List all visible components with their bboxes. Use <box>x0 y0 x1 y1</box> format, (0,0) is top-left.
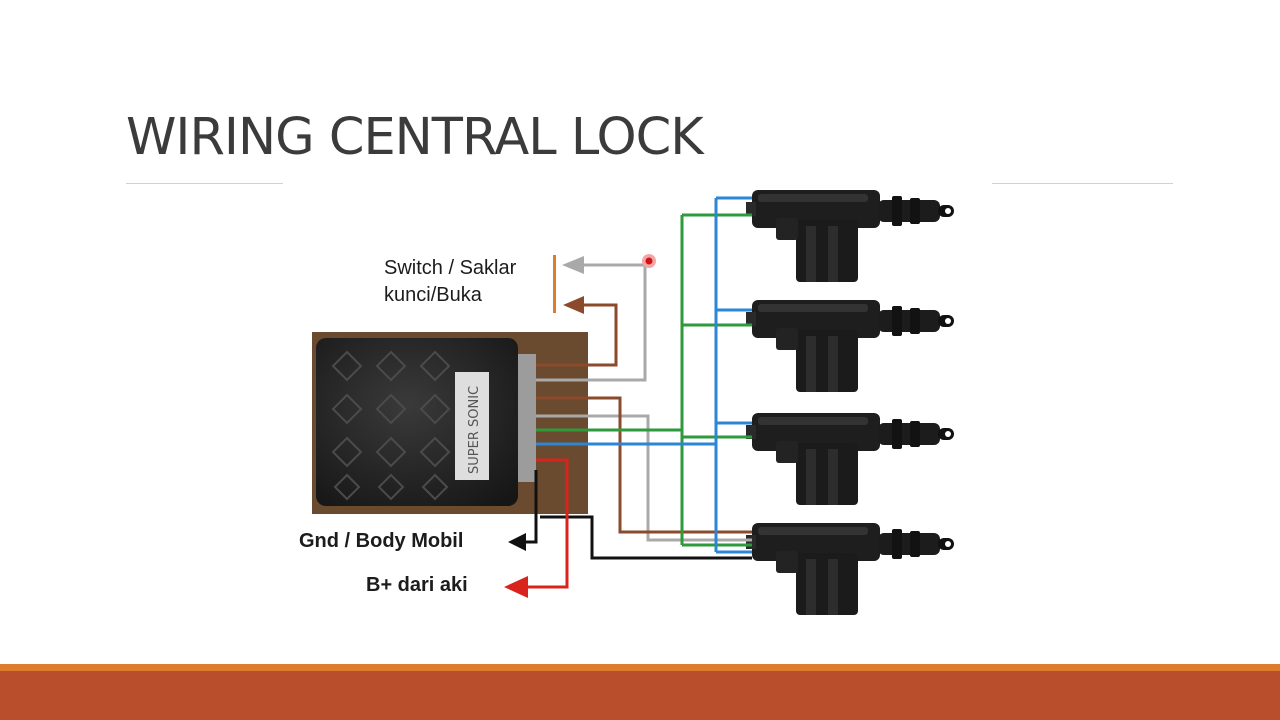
switch-symbol <box>553 255 556 313</box>
footer-bar <box>0 671 1280 720</box>
title-divider-right <box>992 183 1173 184</box>
door-lock-actuator-1 <box>746 190 954 282</box>
wire-blue <box>536 196 752 554</box>
door-lock-actuator-4 <box>746 523 954 615</box>
arrow-brown-icon <box>563 296 584 314</box>
battery-label: B+ dari aki <box>366 574 468 596</box>
switch-label-line-1: Switch / Saklar <box>384 257 517 279</box>
footer-accent-line <box>0 664 1280 671</box>
controller-texture <box>331 350 451 501</box>
door-lock-actuator-2 <box>746 300 954 392</box>
wire-green <box>536 213 752 547</box>
wire-brown <box>536 303 752 534</box>
door-lock-actuator-3 <box>746 413 954 505</box>
pointer-cursor-icon <box>642 254 656 268</box>
central-lock-controller: SUPER SONIC <box>312 332 588 514</box>
switch-label-line-2: kunci/Buka <box>384 284 482 306</box>
ground-label: Gnd / Body Mobil <box>299 530 464 552</box>
switch-label: Switch / Saklar kunci/Buka <box>384 255 516 309</box>
wire-gray <box>536 263 752 542</box>
arrow-red-icon <box>504 576 528 598</box>
controller-brand-label: SUPER SONIC <box>467 386 482 474</box>
arrow-black-icon <box>508 533 526 551</box>
wire-red <box>524 458 569 589</box>
title-divider-left <box>126 183 283 184</box>
arrow-gray-icon <box>562 256 584 274</box>
slide-title: WIRING CENTRAL LOCK <box>126 108 704 167</box>
